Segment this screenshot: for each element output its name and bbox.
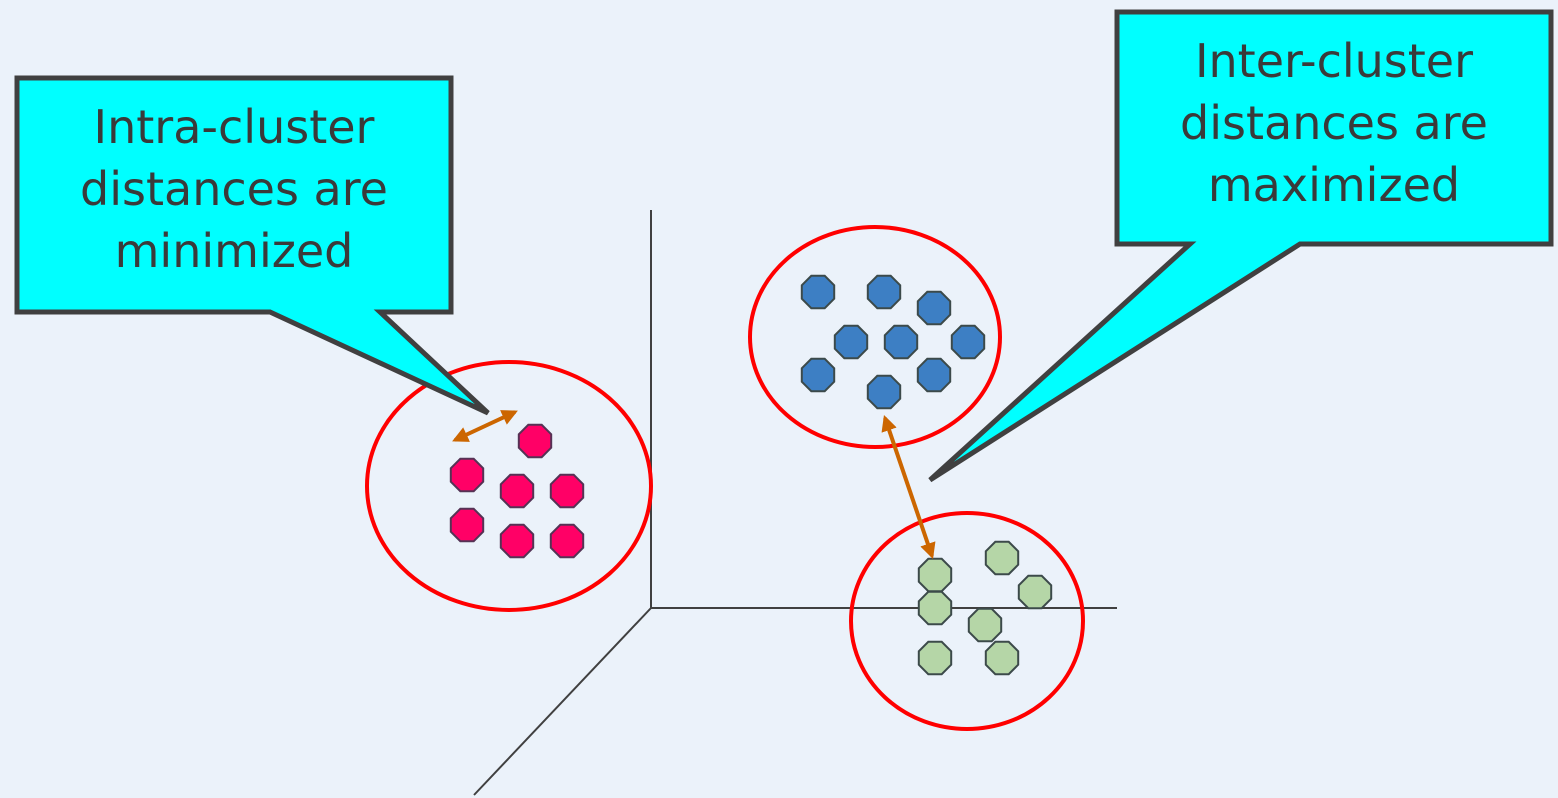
inter-line-2: distances are — [1180, 96, 1488, 150]
data-point-blue — [800, 357, 836, 393]
data-point-pink — [549, 523, 585, 559]
data-point-green — [917, 557, 953, 593]
data-point-green — [967, 607, 1003, 643]
data-point-blue — [950, 324, 986, 360]
intra-distance-arrow — [452, 410, 518, 442]
data-point-blue — [883, 324, 919, 360]
data-point-pink — [499, 473, 535, 509]
data-point-pink — [449, 507, 485, 543]
cluster-ring-blue — [748, 225, 1002, 449]
cluster-ring-green — [849, 511, 1085, 731]
data-point-blue — [916, 357, 952, 393]
data-point-blue — [833, 324, 869, 360]
intra-callout-text: Intra-cluster distances are minimized — [17, 96, 451, 282]
data-point-blue — [866, 274, 902, 310]
data-point-blue — [866, 374, 902, 410]
axis-depth — [473, 607, 652, 796]
data-point-pink — [549, 473, 585, 509]
intra-line-3: minimized — [114, 224, 354, 278]
intra-line-1: Intra-cluster — [93, 100, 375, 154]
data-point-green — [917, 640, 953, 676]
data-point-blue — [916, 290, 952, 326]
data-point-green — [984, 540, 1020, 576]
inter-line-3: maximized — [1207, 158, 1461, 212]
data-point-green — [1017, 574, 1053, 610]
intra-line-2: distances are — [80, 162, 388, 216]
data-point-pink — [517, 423, 553, 459]
data-point-pink — [499, 523, 535, 559]
cluster-rings — [365, 225, 1085, 731]
data-point-green — [917, 590, 953, 626]
inter-callout-text: Inter-cluster distances are maximized — [1117, 30, 1551, 216]
data-point-green — [984, 640, 1020, 676]
inter-callout-box — [928, 9, 1554, 483]
data-point-blue — [800, 274, 836, 310]
data-point-pink — [449, 457, 485, 493]
inter-line-1: Inter-cluster — [1194, 34, 1474, 88]
inter-distance-arrow — [881, 414, 936, 560]
cluster-ring-pink — [365, 360, 653, 612]
intra-callout-box — [14, 75, 490, 416]
